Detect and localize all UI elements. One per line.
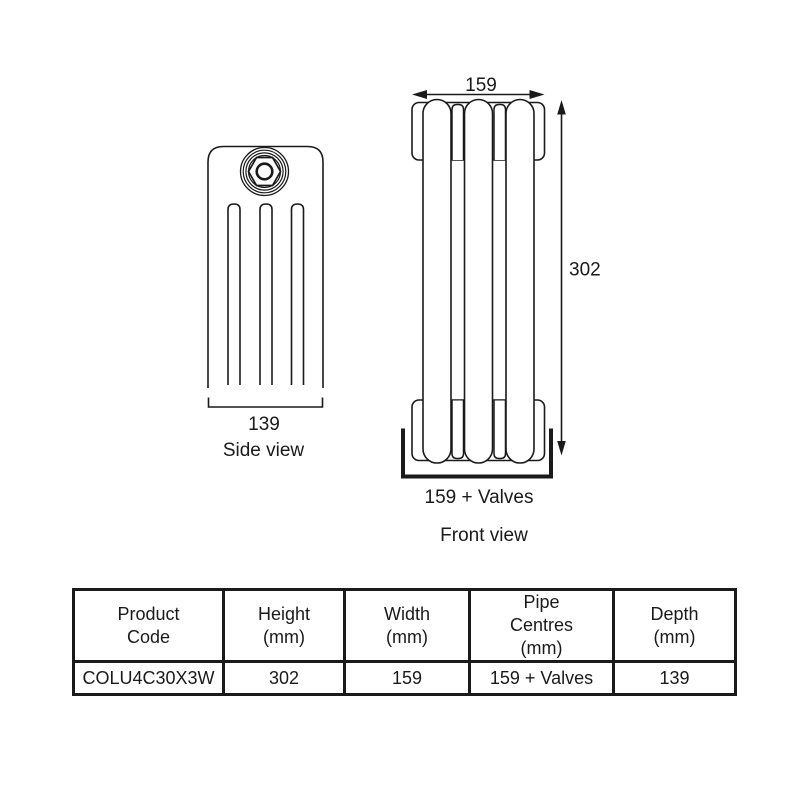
bleed-valve-icon — [239, 146, 290, 197]
width-dimension-arrow — [412, 90, 545, 99]
arrow-head-left-icon — [412, 90, 427, 99]
header-depth: Depth (mm) — [612, 588, 737, 663]
arrow-head-right-icon — [529, 90, 545, 99]
cell-width: 159 — [343, 660, 471, 696]
side-view-slot — [290, 203, 305, 385]
valve-ring — [245, 152, 284, 191]
side-view-diagram: 139 Side view — [207, 145, 324, 461]
radiator-diagrams: 139 Side view 159 — [207, 75, 601, 546]
arrow-head-down-icon — [557, 441, 566, 456]
side-view-label: Side view — [223, 440, 305, 461]
valve-hole — [255, 162, 274, 181]
arrow-head-up-icon — [557, 100, 566, 115]
top-header-joint — [451, 103, 465, 160]
pipe-centres-bracket — [401, 428, 553, 479]
depth-dimension-bracket — [207, 397, 324, 408]
side-view-slot — [259, 203, 273, 385]
column-tube — [422, 98, 452, 464]
cell-depth: 139 — [612, 660, 737, 696]
front-view-pipe-centres-value: 159 + Valves — [425, 487, 534, 508]
header-height: Height (mm) — [222, 588, 346, 663]
side-view-depth-value: 139 — [248, 414, 280, 435]
valve-ring — [242, 149, 287, 194]
header-width: Width (mm) — [343, 588, 471, 663]
side-view-slot — [227, 203, 241, 385]
cell-height: 302 — [222, 660, 346, 696]
header-pipe-centres: Pipe Centres (mm) — [468, 588, 615, 663]
header-product-code: Product Code — [72, 588, 225, 663]
front-view-label: Front view — [440, 525, 528, 546]
front-view-height-value: 302 — [569, 260, 601, 281]
spec-table: Product Code Height (mm) Width (mm) Pipe… — [72, 588, 737, 696]
cell-pipe-centres: 159 + Valves — [468, 660, 615, 696]
bottom-header-joint — [493, 400, 507, 460]
front-view-width-value: 159 — [465, 75, 497, 96]
height-dimension-arrow — [557, 100, 566, 456]
column-tube — [505, 98, 535, 464]
cell-product-code: COLU4C30X3W — [72, 660, 225, 696]
top-header-joint — [493, 103, 507, 160]
front-view-diagram: 159 302 159 + Valves Front view — [401, 75, 601, 546]
spec-table-row: COLU4C30X3W 302 159 159 + Valves 139 — [72, 660, 737, 696]
side-view-body — [207, 145, 324, 388]
column-tube — [463, 98, 494, 464]
spec-table-header-row: Product Code Height (mm) Width (mm) Pipe… — [72, 588, 737, 663]
bottom-header-joint — [451, 400, 465, 460]
